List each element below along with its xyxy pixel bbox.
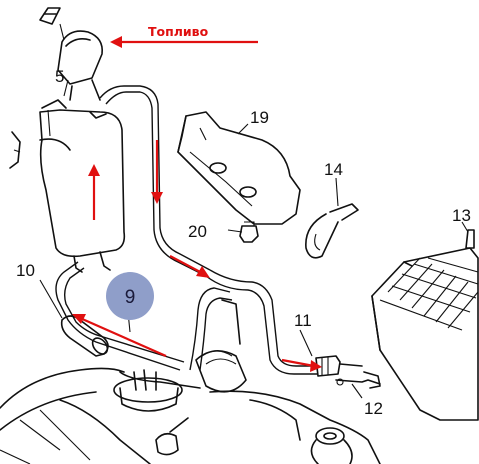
- part-label-5: 5: [55, 67, 64, 86]
- part-label-13: 13: [452, 206, 471, 225]
- part-9-badge: 9: [106, 272, 154, 320]
- part-label-12: 12: [364, 399, 383, 418]
- cable-tie: [305, 203, 359, 259]
- heat-shield: [177, 111, 301, 225]
- bracket: [9, 131, 21, 169]
- part-label-20: 20: [188, 222, 207, 241]
- part-label-14: 14: [324, 160, 343, 179]
- hose-connectors: [315, 355, 381, 389]
- valve-cylinder: [60, 315, 109, 357]
- fuel-label: Топливо: [148, 24, 209, 39]
- hoses: [55, 85, 318, 375]
- filler-neck: [39, 7, 104, 101]
- filler-tube: [195, 299, 247, 393]
- flow-arrows: [72, 36, 322, 372]
- fuel-tank: [0, 367, 381, 464]
- part-label-10: 10: [16, 261, 35, 280]
- part-label-9: 9: [125, 287, 136, 308]
- charcoal-canister: [371, 229, 479, 421]
- part-label-19: 19: [250, 108, 269, 127]
- leader-lines: [39, 79, 469, 399]
- part-label-11: 11: [294, 311, 312, 330]
- bolt: [239, 221, 259, 243]
- expansion-tank: [39, 99, 126, 273]
